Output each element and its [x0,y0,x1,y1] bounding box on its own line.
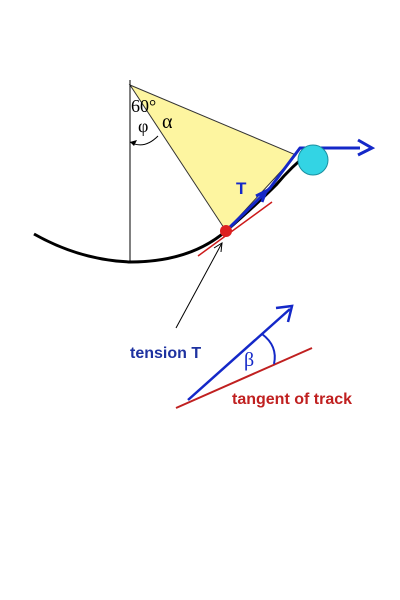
beta-label: β [244,349,254,371]
tension-arrow-head-end [357,138,376,157]
track-tangent-line [197,201,273,257]
contact-point-dot [220,225,232,237]
beta-angle-arc [261,333,276,365]
tension-arrow-label: T [236,179,247,198]
tangent-caption: tangent of track [232,391,352,408]
inset-tension-arrowhead [275,304,294,323]
angle-60-label: 60° [131,96,156,116]
inset-tension-arrow [187,308,291,401]
phi-label: φ [138,116,148,136]
ball [297,144,329,176]
phi-arc-arrowhead [130,140,137,146]
tension-arrow-head-mid [255,187,269,203]
tension-caption: tension T [130,345,201,362]
tension-arrow [224,146,360,233]
track-curve [33,150,311,264]
alpha-label: α [162,111,173,133]
annotation-pointer-head [213,242,223,253]
annotation-pointer-line [175,242,223,329]
inset-tangent-line [175,347,313,409]
